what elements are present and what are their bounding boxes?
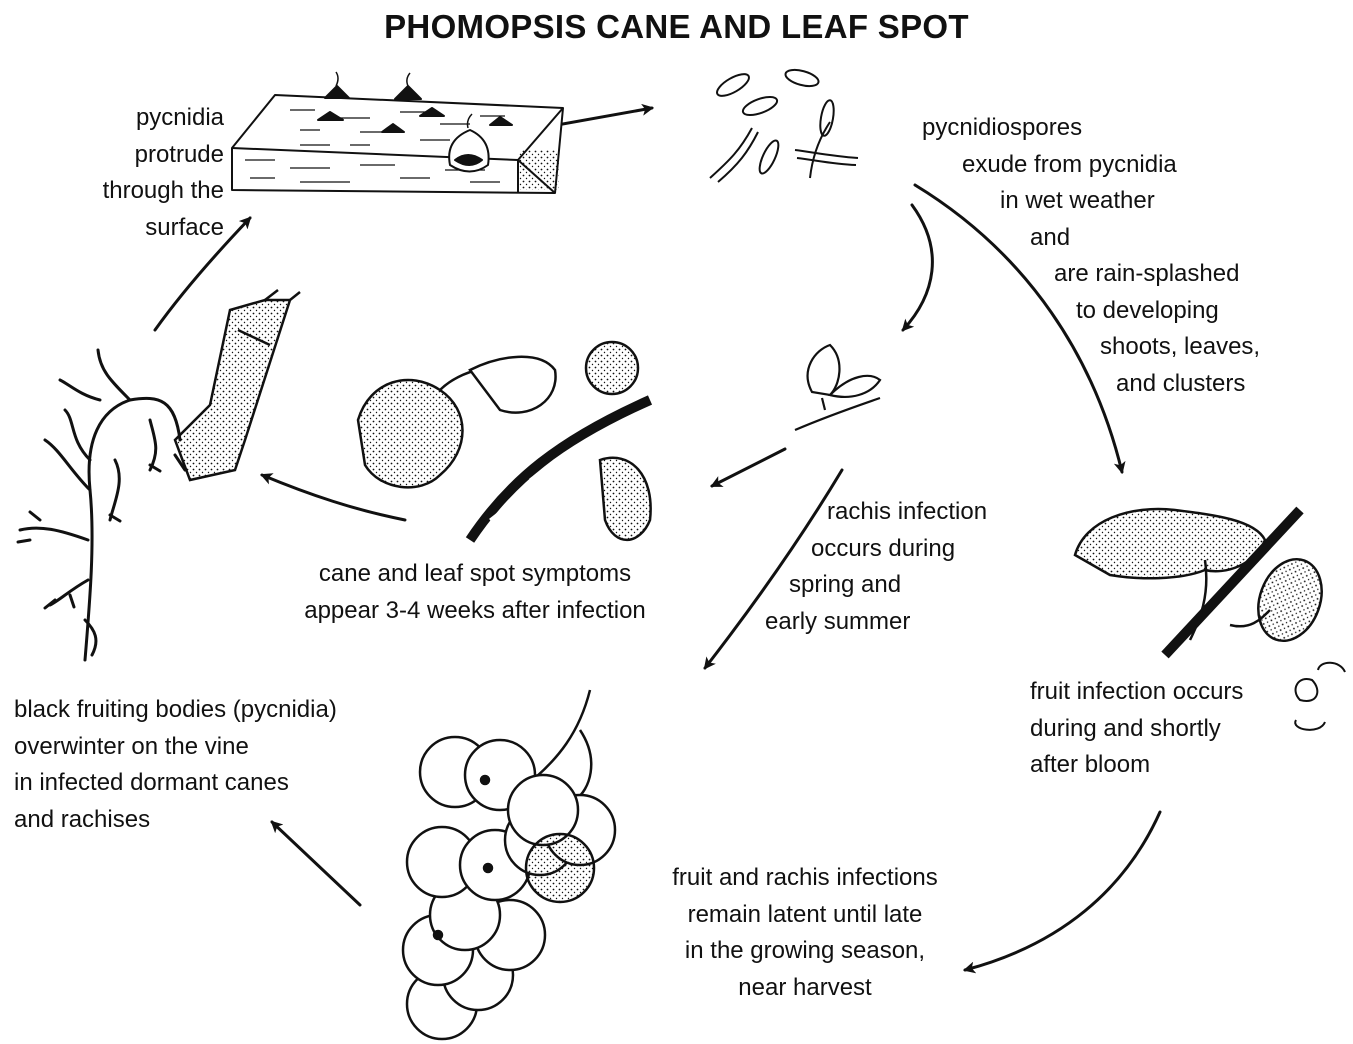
label-fruit-infection: fruit infection occurs during and shortl… (1030, 674, 1243, 784)
flower-drawing (1295, 663, 1345, 730)
label-pycnidiospores: pycnidiospores exude from pycnidia in we… (922, 110, 1260, 402)
label-latent-infections: fruit and rachis infections remain laten… (640, 860, 970, 1006)
fruiting-shoot-drawing (1075, 509, 1333, 655)
bark-block-drawing (232, 72, 563, 193)
cane-leaf-symptoms-drawing (358, 342, 651, 540)
young-shoot-drawing (795, 345, 880, 430)
trunk-drawing (175, 290, 300, 480)
arrow-shoot-to-cane (712, 449, 785, 486)
arrow-fruit-to-cluster (965, 812, 1160, 970)
label-pycnidia-protrude: pycnidia protrude through the surface (84, 100, 224, 246)
grape-cluster-drawing (403, 690, 615, 1039)
label-cane-leaf-symptoms: cane and leaf spot symptoms appear 3-4 w… (270, 556, 680, 629)
pycnidiospores-drawing (710, 67, 858, 182)
label-overwinter: black fruiting bodies (pycnidia) overwin… (14, 692, 337, 838)
label-rachis-infection: rachis infection occurs during spring an… (765, 494, 1025, 640)
dormant-vine-drawing (18, 350, 185, 660)
